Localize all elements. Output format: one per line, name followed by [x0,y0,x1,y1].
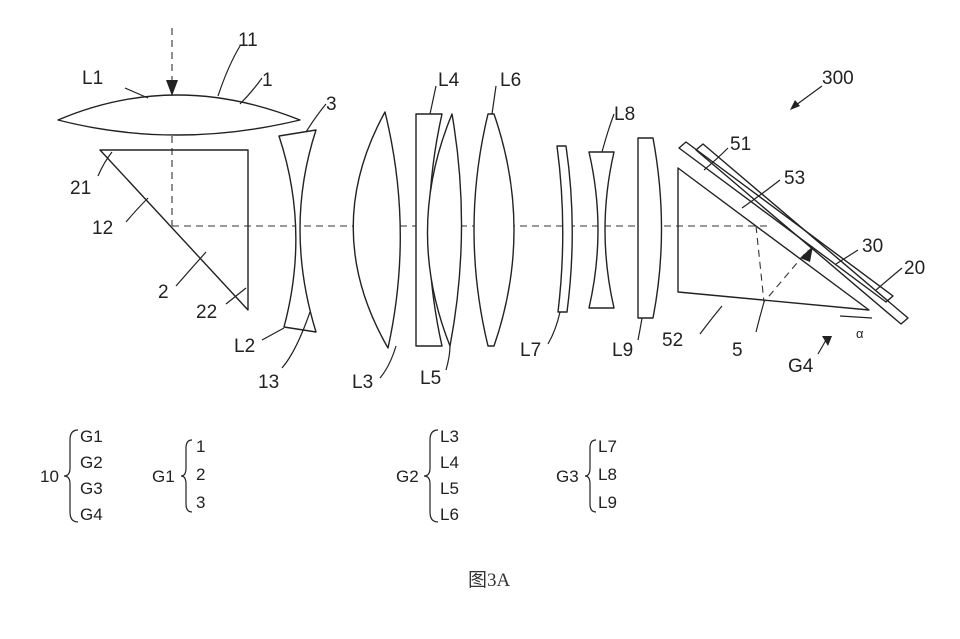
group-g1-item: 2 [196,465,205,484]
prism-5 [677,167,870,311]
prism-5-ray-arrow [800,246,813,262]
group-10-item: G3 [80,479,103,498]
label-52: 52 [662,330,683,351]
group-g1-name: G1 [152,467,175,486]
group-10-name: 10 [40,467,59,486]
group-g3-item: L9 [598,493,617,512]
label-22: 22 [196,302,217,323]
label-21: 21 [70,178,91,199]
group-g2-item: L5 [440,479,459,498]
lens-l1 [57,94,301,136]
group-10-item: G1 [80,427,103,446]
label-l2: L2 [234,336,255,357]
group-g3-item: L7 [598,437,617,456]
lens-l9 [637,137,663,319]
label-300: 300 [822,68,854,89]
label-51: 51 [730,134,751,155]
leader-lines [97,45,903,379]
label-30: 30 [862,236,883,257]
label-alpha: α [856,326,864,341]
label-l9: L9 [612,340,633,361]
group-g1-item: 3 [196,493,205,512]
label-2: 2 [158,282,169,303]
label-l8: L8 [614,104,635,125]
label-53: 53 [784,168,805,189]
callout-labels: 300 L1 11 1 3 L4 L6 L8 51 53 30 20 21 12… [70,30,925,393]
label-20: 20 [904,258,925,279]
figure-caption: 图3A [468,570,511,591]
label-l7: L7 [520,340,541,361]
alpha-marker [839,315,873,319]
group-legend-g2: G2 L3 L4 L5 L6 [396,427,459,524]
group-legend-g1: G1 1 2 3 [152,437,205,513]
label-11: 11 [238,30,258,51]
plate-30 [678,141,894,303]
label-12: 12 [92,218,113,239]
group-g2-name: G2 [396,467,419,486]
label-l1: L1 [82,68,103,89]
label-5: 5 [732,340,743,361]
group-g2-item: L3 [440,427,459,446]
group-10-item: G4 [80,505,103,524]
incident-ray-arrow [166,80,178,96]
label-3: 3 [326,94,337,115]
group-g2-item: L4 [440,453,459,472]
lens-l6 [473,113,515,347]
group-g3-item: L8 [598,465,617,484]
lens-l8 [588,151,615,309]
group-g3-name: G3 [556,467,579,486]
prism-2 [99,149,249,311]
label-1: 1 [262,70,273,91]
group-g1-item: 1 [196,437,205,456]
label-g4: G4 [788,356,814,377]
label-13: 13 [258,372,279,393]
lens-l3 [352,111,401,349]
group-legend-g3: G3 L7 L8 L9 [556,437,617,513]
group-g2-item: L6 [440,505,459,524]
label-l4: L4 [438,70,460,91]
label-l6: L6 [500,70,521,91]
lens-l2 [278,129,317,333]
plate-20 [695,143,909,325]
label-l5: L5 [420,368,441,389]
label-l3: L3 [352,372,373,393]
lens-l7 [556,145,573,313]
group-legend-10: 10 G1 G2 G3 G4 [40,427,103,524]
group-10-item: G2 [80,453,103,472]
